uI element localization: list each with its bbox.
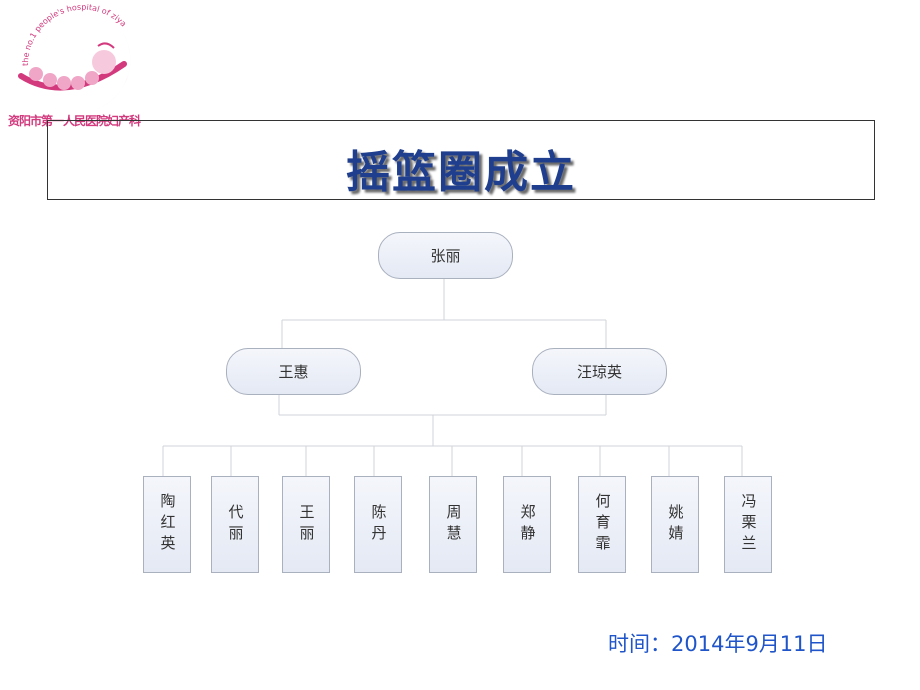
- org-node-root: 张丽: [378, 232, 513, 279]
- org-node-leaf: 代丽: [211, 476, 259, 573]
- org-node-leaf: 姚婧: [651, 476, 699, 573]
- date-label: 时间：2014年9月11日: [608, 632, 828, 656]
- org-node-leaf: 陈丹: [354, 476, 402, 573]
- org-node-leaf: 周慧: [429, 476, 477, 573]
- org-node-leaf: 王丽: [282, 476, 330, 573]
- org-node-level2-left: 王惠: [226, 348, 361, 395]
- org-node-leaf: 何育霏: [578, 476, 626, 573]
- title-frame: 摇篮圈成立: [47, 120, 875, 200]
- logo-caption: 资阳市第一人民医院妇产科: [8, 114, 141, 128]
- hospital-logo: the no.1 people's hospital of ziyang 资阳市…: [6, 4, 161, 128]
- cradle-logo-icon: the no.1 people's hospital of ziyang: [6, 4, 131, 109]
- org-node-level2-right: 汪琼英: [532, 348, 667, 395]
- org-node-leaf: 冯栗兰: [724, 476, 772, 573]
- org-node-leaf: 陶红英: [143, 476, 191, 573]
- org-node-leaf: 郑静: [503, 476, 551, 573]
- page-title: 摇篮圈成立: [346, 147, 576, 198]
